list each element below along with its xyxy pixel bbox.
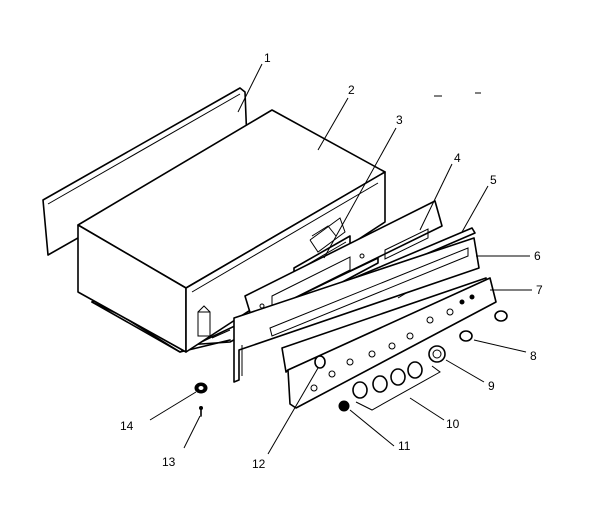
part-11-black-button (338, 400, 350, 412)
label-part-4: 4 (454, 151, 461, 165)
label-part-8: 8 (530, 349, 537, 363)
label-part-3: 3 (396, 113, 403, 127)
part-13-screw (199, 406, 203, 417)
label-part-5: 5 (490, 173, 497, 187)
part-10-button-group (352, 361, 441, 411)
label-part-14: 14 (120, 419, 134, 433)
leader-lines (149, 63, 532, 455)
label-part-6: 6 (534, 249, 541, 263)
part-labels: 1 2 3 4 5 6 7 8 9 10 11 12 13 14 (120, 51, 543, 471)
part-12-indicator (314, 355, 326, 369)
part-6-control-frame (233, 237, 480, 383)
label-part-13: 13 (162, 455, 176, 469)
part-8-small-knobs (459, 310, 508, 342)
part-7-control-plate (281, 277, 497, 409)
part-9-large-knob (428, 345, 446, 363)
part-1-back-panel (42, 87, 248, 256)
part-14-grommet (194, 382, 208, 394)
label-part-7: 7 (536, 283, 543, 297)
label-part-12: 12 (252, 457, 266, 471)
label-part-2: 2 (348, 83, 355, 97)
label-part-1: 1 (264, 51, 271, 65)
label-part-11: 11 (398, 439, 411, 453)
label-part-9: 9 (488, 379, 495, 393)
label-part-10: 10 (446, 417, 460, 431)
